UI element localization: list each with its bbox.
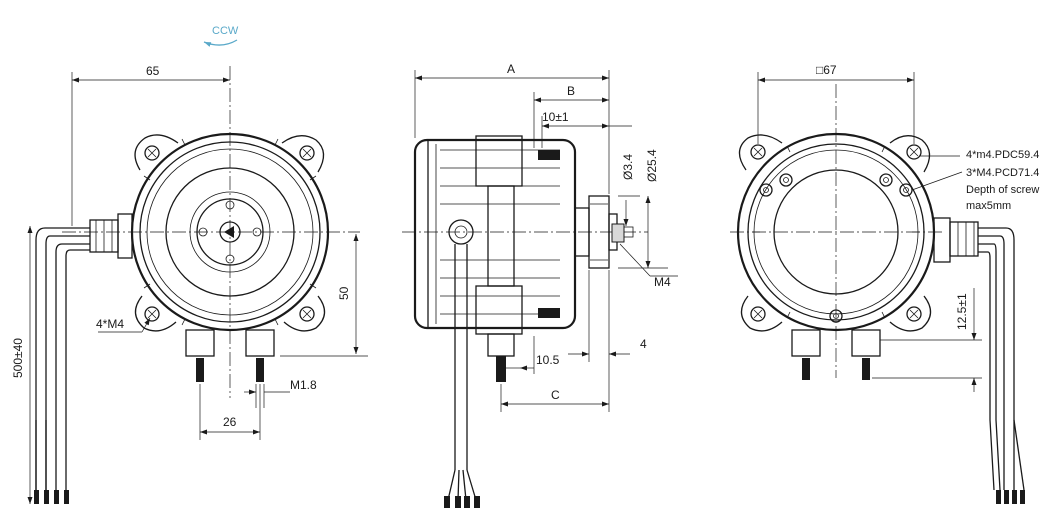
rear-cable-gland [933,217,979,263]
dim-front-height: 50 [280,234,368,357]
front-view: 65 50 4*M4 500±40 26 [11,64,368,504]
rear-note-depth-max: max5mm [966,200,1011,212]
dim-front-width-label: 65 [146,64,160,78]
rear-housing [736,132,936,332]
dim-cable-length-label: 500±40 [11,338,25,378]
dim-side-shaft-diameter-label: Ø3.4 [621,154,635,180]
dim-rear-square: □67 [757,63,915,144]
dim-side-b-label: B [567,84,575,98]
dim-terminal-thread: M1.8 [244,378,317,408]
front-terminals [185,329,275,382]
rear-view: □67 4*m4.PDC59.4 3*M4.PCD71.4 Depth of s… [730,63,1039,504]
dim-rear-terminal-height-label: 12.5±1 [955,293,969,330]
dim-side-thread-label: M4 [654,275,671,289]
dim-side-shaft-length: 10±1 [541,110,632,148]
dim-side-shaft-length-label: 10±1 [542,110,569,124]
rear-note-pcd: 3*M4.PCD71.4 [966,167,1039,179]
rotation-arrow-icon [203,39,238,47]
side-cable [444,219,480,508]
dim-front-holes-label: 4*M4 [96,317,124,331]
dim-front-width: 65 [71,64,230,226]
rear-note-depth: Depth of screw [966,184,1039,196]
dim-side-boss-diameter-label: Ø25.4 [645,149,659,182]
rear-cable [978,227,1025,504]
dim-side-b: B [533,84,609,148]
dim-side-flange-label: 4 [640,337,647,351]
rotation-indicator: CCW [203,25,239,47]
dim-side-a: A [414,62,610,194]
dim-side-thread: M4 [619,243,678,289]
rear-hole-notes: 4*m4.PDC59.4 3*M4.PCD71.4 Depth of screw… [911,149,1039,212]
dim-front-height-label: 50 [337,286,351,300]
front-housing [130,132,330,332]
front-cable [34,227,90,504]
side-terminal [487,333,515,382]
dim-side-flange: 4 [568,270,647,362]
dim-front-holes: 4*M4 [96,317,151,333]
rotation-label: CCW [212,25,239,37]
dim-cable-length: 500±40 [11,226,33,504]
dim-side-diameters: Ø3.4 Ø25.4 [618,149,668,269]
dim-rear-square-label: □67 [816,63,837,77]
side-view: A B 10±1 Ø3.4 Ø25.4 M4 [402,62,678,508]
side-housing [413,135,634,335]
dim-terminal-thread-label: M1.8 [290,378,317,392]
dim-side-c: C [501,362,610,412]
dim-terminal-spacing: 26 [199,384,261,440]
dim-side-a-label: A [507,62,515,76]
dim-side-c-label: C [551,388,560,402]
dim-side-terminal-offset-label: 10.5 [536,353,560,367]
dim-side-terminal-offset: 10.5 [500,336,560,412]
rear-terminals [791,329,881,380]
front-cable-gland [89,213,133,259]
dim-terminal-spacing-label: 26 [223,415,237,429]
dim-rear-terminal-height: 12.5±1 [872,288,982,392]
rear-note-holes: 4*m4.PDC59.4 [966,149,1039,161]
